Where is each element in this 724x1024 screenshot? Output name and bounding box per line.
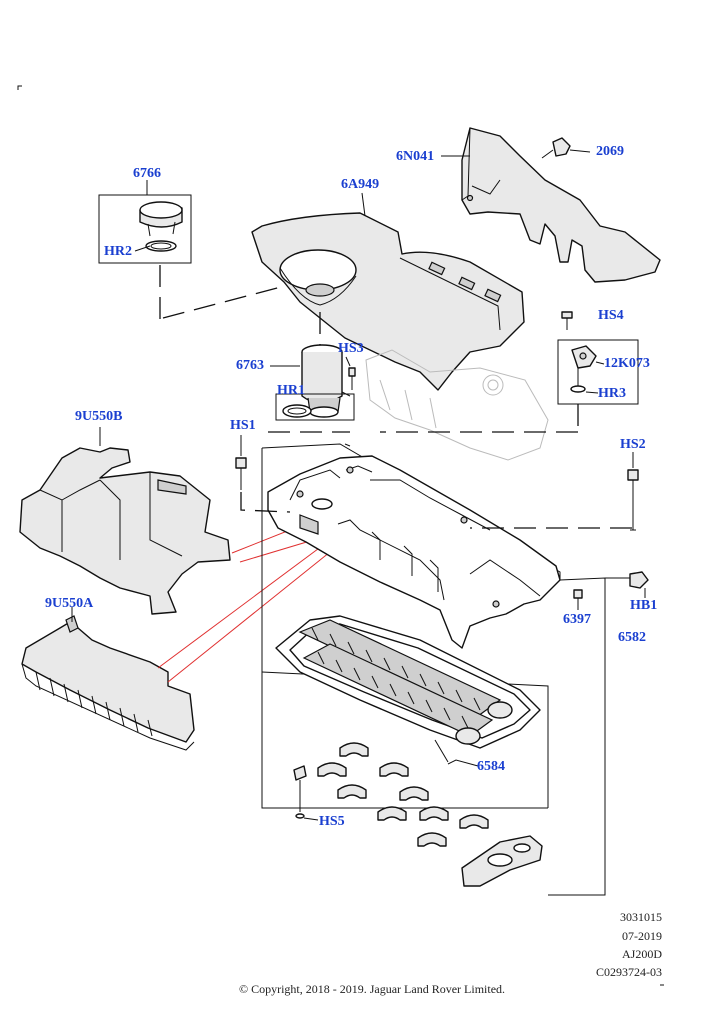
breather-hb1	[629, 571, 649, 598]
copyright-notice: © Copyright, 2018 - 2019. Jaguar Land Ro…	[238, 982, 506, 996]
drawing-id: C0293724-03	[596, 965, 662, 979]
camshaft-bearing-caps	[293, 742, 543, 887]
callout-9u550b[interactable]: 9U550B	[75, 409, 123, 424]
callout-hs3[interactable]: HS3	[338, 341, 364, 356]
callout-6766[interactable]: 6766	[133, 166, 161, 181]
callout-hr3[interactable]: HR3	[598, 386, 626, 401]
camshaft-sensor	[570, 345, 597, 393]
callout-6n041[interactable]: 6N041	[396, 149, 435, 164]
heat-shield-upper	[461, 127, 661, 283]
oil-filler-neck	[301, 344, 351, 418]
callout-12k073[interactable]: 12K073	[604, 356, 650, 371]
plug-6397	[573, 589, 583, 599]
bolt-2069	[541, 137, 591, 159]
callout-hb1[interactable]: HB1	[630, 598, 658, 613]
callout-2069[interactable]: 2069	[596, 144, 624, 159]
callout-hr1[interactable]: HR1	[277, 383, 305, 398]
engine-outline-ghost	[365, 349, 549, 461]
callout-hs1[interactable]: HS1	[230, 418, 256, 433]
callout-hs4[interactable]: HS4	[598, 308, 624, 323]
gasket-camshafts	[275, 615, 541, 749]
callout-6582[interactable]: 6582	[618, 630, 646, 645]
callout-hs2[interactable]: HS2	[620, 437, 646, 452]
callout-6a949[interactable]: 6A949	[341, 177, 380, 192]
engine-code: AJ200D	[621, 947, 662, 961]
o-ring-hr1	[282, 404, 312, 418]
revision-date: 07-2019	[622, 929, 662, 943]
callout-hr2[interactable]: HR2	[104, 244, 132, 259]
engine-cover	[251, 212, 525, 391]
callout-9u550a[interactable]: 9U550A	[45, 596, 94, 611]
heat-shield-9u550b	[19, 447, 231, 615]
callout-6763[interactable]: 6763	[236, 358, 264, 373]
oil-filler-cap	[98, 194, 192, 264]
callout-6397[interactable]: 6397	[563, 612, 591, 627]
callout-hs5[interactable]: HS5	[319, 814, 345, 829]
camshaft-cover	[267, 455, 561, 649]
reference-number: 3031015	[620, 910, 662, 924]
callout-6584[interactable]: 6584	[477, 759, 505, 774]
heat-shield-9u550a	[21, 615, 195, 751]
corner-mark	[17, 85, 22, 90]
